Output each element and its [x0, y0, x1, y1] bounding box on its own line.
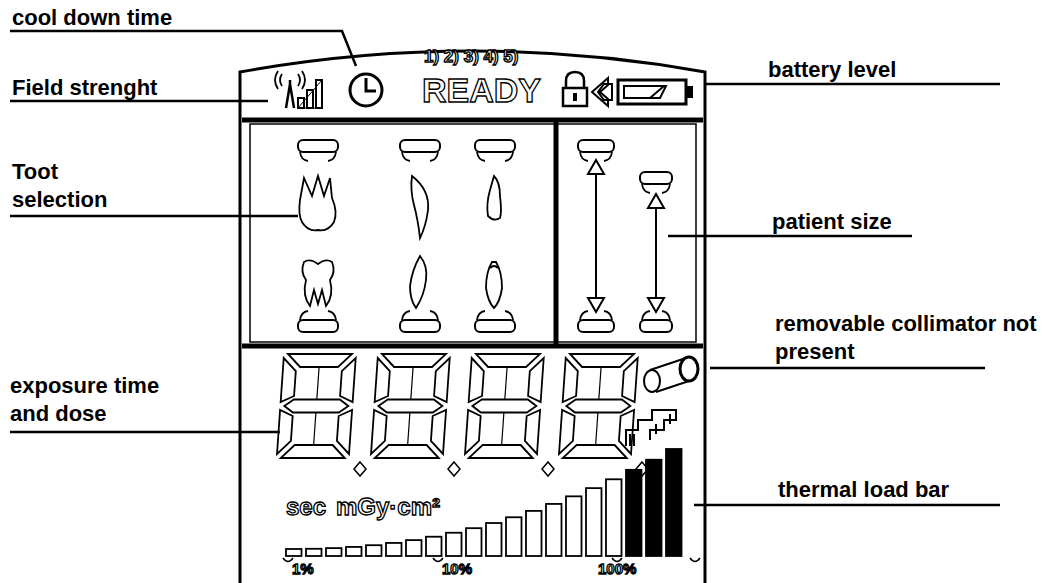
- callout-label: thermal load bar: [778, 476, 949, 504]
- preset-numbers: 1) 2) 3) 4) 5): [424, 48, 518, 67]
- callout-label: removable collimator not present: [775, 310, 1037, 365]
- seven-segment-digits: [277, 354, 648, 476]
- unit-text: sec: [286, 494, 326, 520]
- callout-label: exposure time and dose: [10, 372, 175, 427]
- collimator-icon: [644, 357, 698, 392]
- scale-value: 1%: [292, 561, 314, 578]
- thermal-load-bars: [283, 449, 700, 562]
- patient-size-icons: [578, 140, 672, 332]
- lcd-housing: [240, 51, 705, 583]
- callout-label: Toot selection: [12, 158, 124, 213]
- callout-label: patient size: [772, 208, 892, 236]
- scale-value: 10%: [442, 561, 472, 578]
- scale-value: 100%: [598, 561, 636, 578]
- leader-lines: [10, 31, 1000, 505]
- callout-label: Field strenght: [12, 74, 157, 102]
- callout-label: battery level: [768, 56, 896, 84]
- ready-indicator: READY: [422, 72, 541, 109]
- callout-label: cool down time: [12, 4, 172, 32]
- unit-text: mGy·cm²: [336, 494, 440, 520]
- load-icon: [626, 410, 676, 446]
- tooth-selection-icons: [298, 140, 515, 332]
